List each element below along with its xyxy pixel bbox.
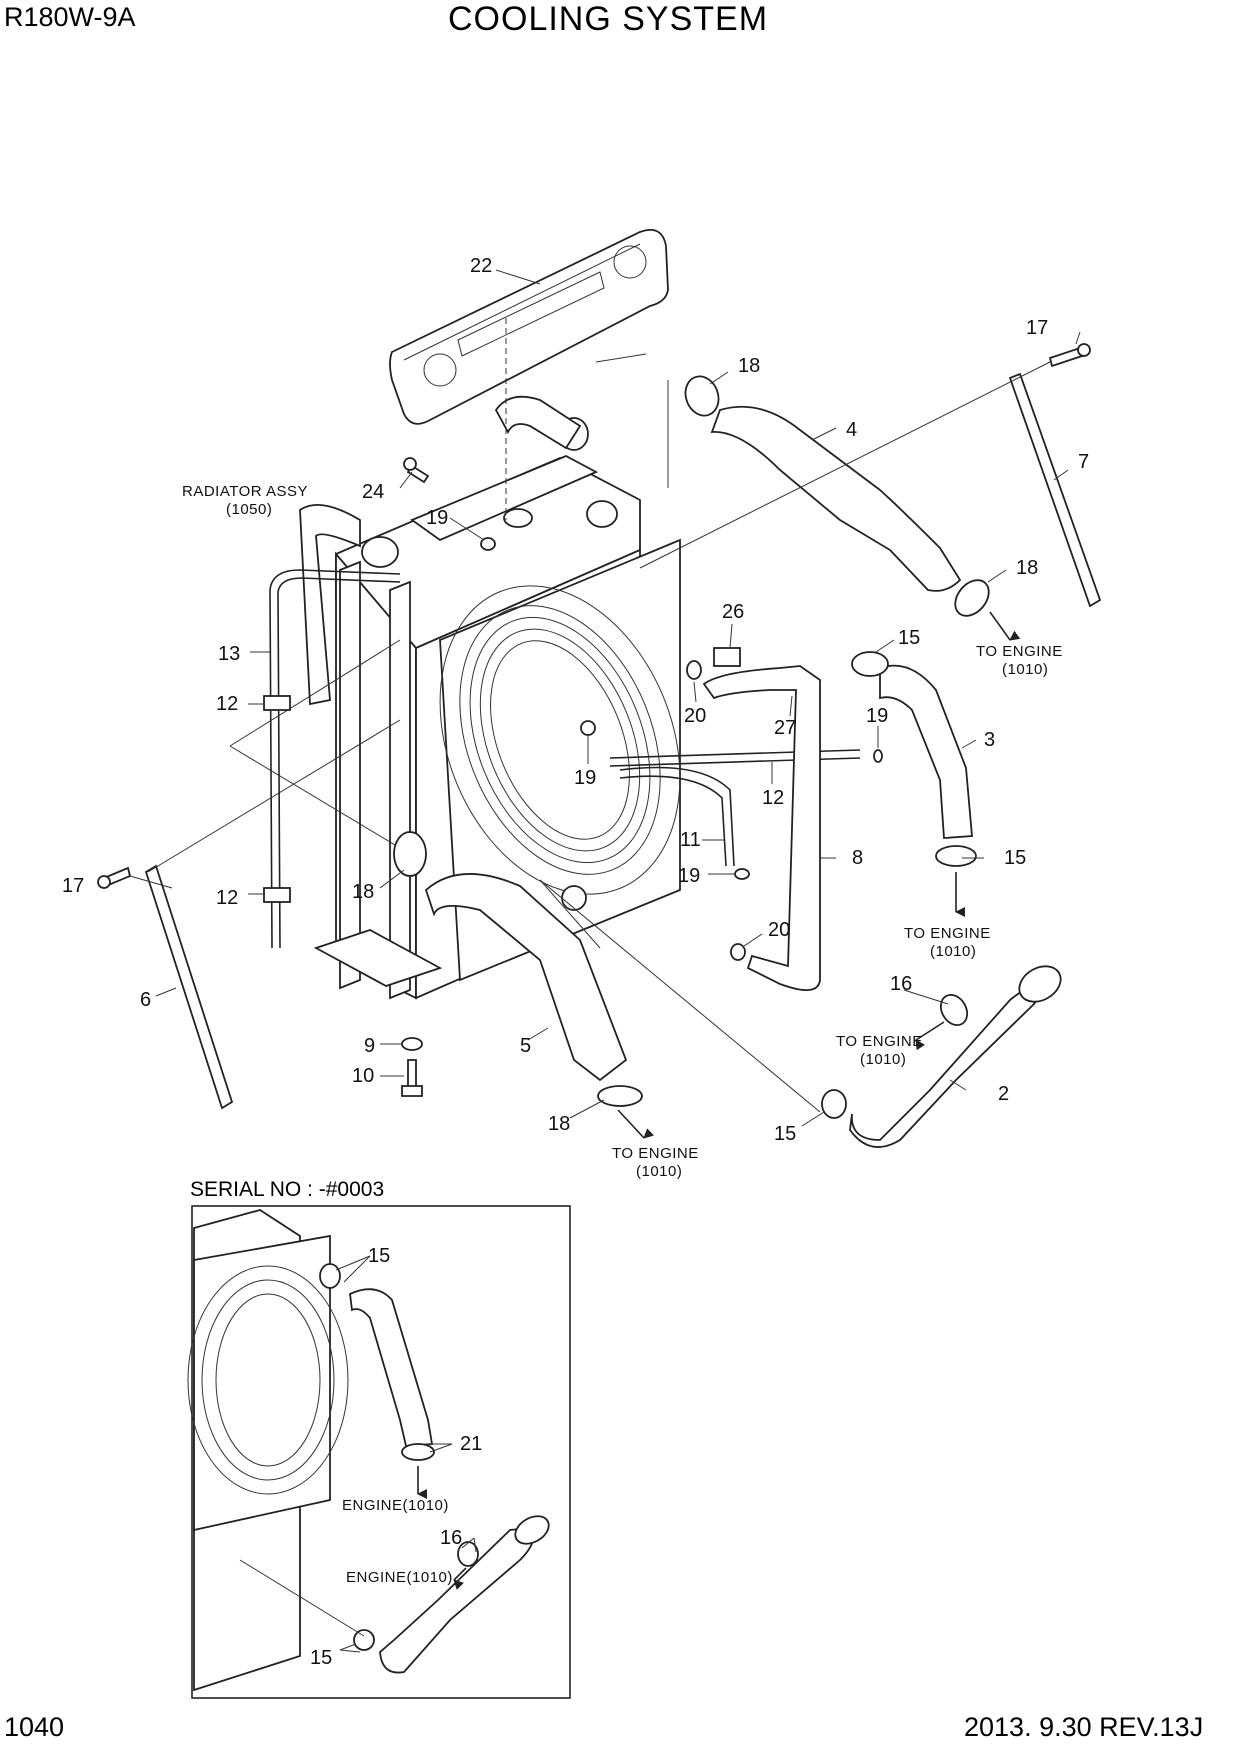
fitting-20-upper xyxy=(686,660,702,680)
callout-19a: 19 xyxy=(426,507,448,529)
callout-20b: 20 xyxy=(768,919,790,941)
fitting-19-mid xyxy=(580,720,596,736)
inset-callout-15b: 15 xyxy=(310,1647,332,1669)
pipe-11 xyxy=(619,766,735,867)
callout-labels: 22 17 18 4 7 24 19 18 13 26 15 12 20 27 … xyxy=(62,255,1089,1145)
callout-18c: 18 xyxy=(352,881,374,903)
leader-lines xyxy=(129,269,1081,1127)
clamp-15-hose2 xyxy=(821,1089,847,1119)
bolt-24 xyxy=(403,457,430,484)
hose-27 xyxy=(702,665,821,991)
fitting-19-upper xyxy=(480,537,496,551)
callout-19c: 19 xyxy=(574,767,596,789)
callout-15a: 15 xyxy=(898,627,920,649)
washer-9 xyxy=(401,1037,423,1051)
callout-2: 2 xyxy=(998,1083,1009,1105)
callout-12b: 12 xyxy=(762,787,784,809)
callout-13: 13 xyxy=(218,643,240,665)
callout-17b: 17 xyxy=(62,875,84,897)
callout-3: 3 xyxy=(984,729,995,751)
left-tube xyxy=(299,503,361,706)
to-engine-1: TO ENGINE xyxy=(976,643,1063,660)
inset-engine-b: ENGINE(1010) xyxy=(346,1569,453,1586)
inset-serial-label: SERIAL NO : -#0003 xyxy=(190,1178,385,1201)
fitting-19-right xyxy=(873,749,883,763)
callout-12c: 12 xyxy=(216,887,238,909)
callout-19b: 19 xyxy=(866,705,888,727)
to-engine-4: TO ENGINE xyxy=(612,1145,699,1162)
hose-3 xyxy=(879,664,973,839)
rod-7 xyxy=(1008,372,1102,608)
callout-17a: 17 xyxy=(1026,317,1048,339)
callout-19d: 19 xyxy=(678,865,700,887)
page-number: 1040 xyxy=(4,1712,65,1742)
callout-26: 26 xyxy=(722,601,744,623)
clamp-16 xyxy=(939,994,969,1026)
to-engine-2-ref: (1010) xyxy=(930,943,976,960)
reference-notes: RADIATOR ASSY (1050) TO ENGINE (1010) TO… xyxy=(182,483,1063,1180)
callout-24: 24 xyxy=(362,481,384,503)
callout-6: 6 xyxy=(140,989,151,1011)
callout-8: 8 xyxy=(852,847,863,869)
callout-22: 22 xyxy=(470,255,492,277)
callout-15b: 15 xyxy=(1004,847,1026,869)
fitting-19-low xyxy=(734,868,750,880)
revision-date: 2013. 9.30 REV.13J xyxy=(964,1712,1204,1742)
hose-2-end xyxy=(1018,965,1062,1003)
upper-tube xyxy=(494,395,582,450)
callout-9: 9 xyxy=(364,1035,375,1057)
fitting-20-low xyxy=(730,943,746,961)
clamp-18-top xyxy=(684,375,720,417)
tube-13 xyxy=(269,569,401,949)
bolt-17-left xyxy=(97,866,132,889)
bolt-17-top xyxy=(1048,343,1091,368)
callout-10: 10 xyxy=(352,1065,374,1087)
callout-11: 11 xyxy=(680,829,701,851)
to-engine-2: TO ENGINE xyxy=(904,925,991,942)
callout-16: 16 xyxy=(890,973,912,995)
clamp-18-hose5 xyxy=(597,1085,643,1107)
hose-5 xyxy=(424,873,628,1082)
to-engine-1-ref: (1010) xyxy=(1002,661,1048,678)
clamp-15-3b xyxy=(935,845,977,867)
to-engine-3: TO ENGINE xyxy=(836,1033,923,1050)
clamp-18-left xyxy=(393,831,427,877)
inset-callout-21: 21 xyxy=(460,1433,482,1455)
sensor-26 xyxy=(713,647,741,667)
callout-4: 4 xyxy=(846,419,857,441)
callout-7: 7 xyxy=(1078,451,1089,473)
clip-12a xyxy=(263,695,291,711)
inset-callout-15a: 15 xyxy=(368,1245,390,1267)
radiator-assy-ref: (1050) xyxy=(226,501,272,518)
rod-6 xyxy=(144,864,234,1110)
inset-callout-16: 16 xyxy=(440,1527,462,1549)
hose-4 xyxy=(710,405,962,592)
clamp-18-right xyxy=(954,579,990,617)
callout-15c: 15 xyxy=(774,1123,796,1145)
bracket-22 xyxy=(389,228,669,425)
clamp-15-3a xyxy=(851,651,889,677)
callout-27: 27 xyxy=(774,717,796,739)
radiator-assy-label: RADIATOR ASSY xyxy=(182,483,308,500)
callout-5: 5 xyxy=(520,1035,531,1057)
callout-20a: 20 xyxy=(684,705,706,727)
bolt-10 xyxy=(401,1059,423,1097)
clip-12b xyxy=(263,887,291,903)
callout-18d: 18 xyxy=(548,1113,570,1135)
to-engine-3-ref: (1010) xyxy=(860,1051,906,1068)
inset-engine-a: ENGINE(1010) xyxy=(342,1497,449,1514)
model-number: R180W-9A xyxy=(4,2,136,32)
serial-inset: 15 21 16 15 ENGINE(1010) ENGINE(1010) xyxy=(187,1205,571,1699)
callout-18b: 18 xyxy=(1016,557,1038,579)
callout-12a: 12 xyxy=(216,693,238,715)
callout-18a: 18 xyxy=(738,355,760,377)
to-engine-4-ref: (1010) xyxy=(636,1163,682,1180)
page-title: COOLING SYSTEM xyxy=(448,0,769,38)
